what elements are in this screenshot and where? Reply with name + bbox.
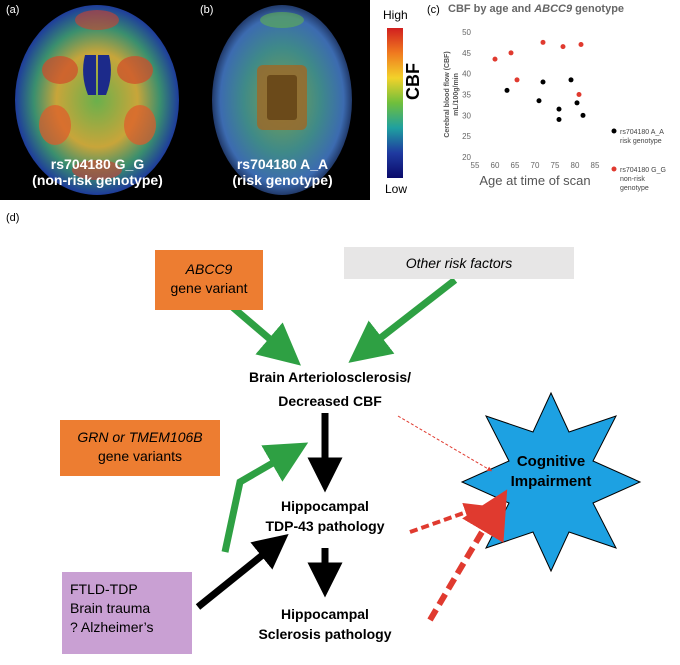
risk-genotype-point — [556, 117, 562, 122]
legend-non-risk-marker — [611, 166, 617, 172]
legend-entry-text: rs704180 G_G — [620, 167, 666, 174]
chart-title-suffix: genotype — [572, 3, 625, 15]
panel-b-label: (b) — [200, 4, 214, 16]
grn-box-line2: gene variants — [97, 448, 183, 464]
non-risk-genotype-point — [492, 56, 498, 62]
cognitive-line2: Impairment — [510, 473, 592, 490]
legend-entry-text: non-risk — [620, 176, 645, 183]
risk-genotype-point — [556, 106, 562, 112]
legend-risk-marker — [611, 128, 617, 134]
tdp43-node: Hippocampal TDP-43 pathology — [240, 496, 410, 536]
brain-image-a-a — [212, 5, 352, 195]
risk-genotype-point — [580, 112, 586, 118]
ftld-box-line3: ? Alzheimer’s — [70, 619, 154, 635]
grn-box-line1: GRN or TMEM106B — [77, 429, 203, 445]
arterio-line1: Brain Arteriolosclerosis/ — [248, 369, 412, 385]
tdp43-line1: Hippocampal — [281, 498, 369, 514]
non-risk-genotype-point — [560, 44, 566, 50]
non-risk-genotype-point — [578, 42, 584, 47]
ftld-tdp-box: FTLD-TDP Brain trauma ? Alzheimer’s — [62, 572, 192, 654]
sclerosis-line2: Sclerosis pathology — [258, 626, 392, 642]
colorbar-low-label: Low — [385, 182, 408, 196]
y-tick-label: 40 — [462, 70, 471, 79]
grn-tmem106b-box: GRN or TMEM106B gene variants — [60, 420, 220, 476]
other-risk-factors-box: Other risk factors — [344, 247, 574, 279]
sclerosis-line1: Hippocampal — [281, 606, 369, 622]
non-risk-genotype-point — [514, 77, 520, 83]
chart-title: CBF by age and ABCC9 genotype — [448, 3, 624, 15]
abcc9-box: ABCC9 gene variant — [155, 250, 263, 310]
brain-scan-panel-a: rs704180 G_G (non-risk genotype) — [0, 0, 195, 200]
caption-a-line2: (non-risk genotype) — [32, 172, 163, 188]
panel-a-label: (a) — [6, 4, 20, 16]
chart-title-prefix: CBF by age and — [448, 3, 535, 15]
x-tick-label: 65 — [511, 161, 520, 170]
arteriolosclerosis-node: Brain Arteriolosclerosis/ Decreased CBF — [220, 367, 440, 411]
x-tick-label: 60 — [491, 161, 500, 170]
panel-d-label: (d) — [6, 212, 20, 224]
y-tick-label: 20 — [462, 153, 471, 162]
legend-entry-text: genotype — [620, 185, 649, 192]
cognitive-line1: Cognitive — [516, 453, 586, 470]
ftld-box-line2: Brain trauma — [70, 600, 151, 616]
brain-image-g-g — [15, 5, 179, 195]
colorbar — [387, 28, 403, 178]
x-tick-label: 70 — [531, 161, 540, 170]
x-tick-label: 85 — [591, 161, 600, 170]
caption-b: rs704180 A_A (risk genotype) — [195, 156, 370, 188]
x-axis-label: Age at time of scan — [479, 173, 590, 188]
x-tick-label: 75 — [551, 161, 560, 170]
caption-b-line2: (risk genotype) — [232, 172, 333, 188]
panel-c-label: (c) — [427, 4, 440, 16]
risk-genotype-point — [574, 100, 580, 106]
y-tick-label: 30 — [462, 111, 471, 120]
risk-genotype-point — [536, 98, 542, 104]
caption-a-line1: rs704180 G_G — [50, 156, 145, 172]
y-tick-label: 45 — [462, 49, 471, 58]
legend-entry-text: risk genotype — [620, 138, 662, 145]
x-tick-label: 55 — [471, 161, 480, 170]
colorbar-high-label: High — [383, 8, 408, 22]
non-risk-genotype-point — [576, 92, 582, 97]
caption-a: rs704180 G_G (non-risk genotype) — [0, 156, 195, 188]
cognitive-impairment-label: Cognitive Impairment — [490, 452, 612, 492]
arterio-line2: Decreased CBF — [278, 393, 382, 409]
y-tick-label: 25 — [462, 132, 471, 141]
sclerosis-node: Hippocampal Sclerosis pathology — [230, 604, 420, 644]
x-tick-label: 80 — [571, 161, 580, 170]
risk-genotype-point — [540, 79, 546, 85]
non-risk-genotype-point — [540, 39, 546, 45]
legend-entry-text: rs704180 A_A — [620, 129, 664, 136]
brain-scan-panel-b: rs704180 A_A (risk genotype) — [195, 0, 370, 200]
other-risk-factors-text: Other risk factors — [405, 255, 513, 271]
ftld-box-line1: FTLD-TDP — [70, 581, 138, 597]
y-tick-label: 35 — [462, 91, 471, 100]
chart-title-gene: ABCC9 — [534, 3, 573, 15]
caption-b-line1: rs704180 A_A — [236, 156, 329, 172]
abcc9-box-line2: gene variant — [170, 280, 248, 296]
non-risk-genotype-point — [508, 50, 514, 56]
risk-genotype-point — [504, 87, 510, 93]
risk-genotype-point — [568, 77, 574, 83]
abcc9-box-line1: ABCC9 — [185, 261, 233, 277]
y-axis-label: Cerebral blood flow (CBF)mL/100g/min — [444, 51, 460, 137]
tdp43-line2: TDP-43 pathology — [265, 518, 385, 534]
y-tick-label: 50 — [462, 28, 471, 37]
